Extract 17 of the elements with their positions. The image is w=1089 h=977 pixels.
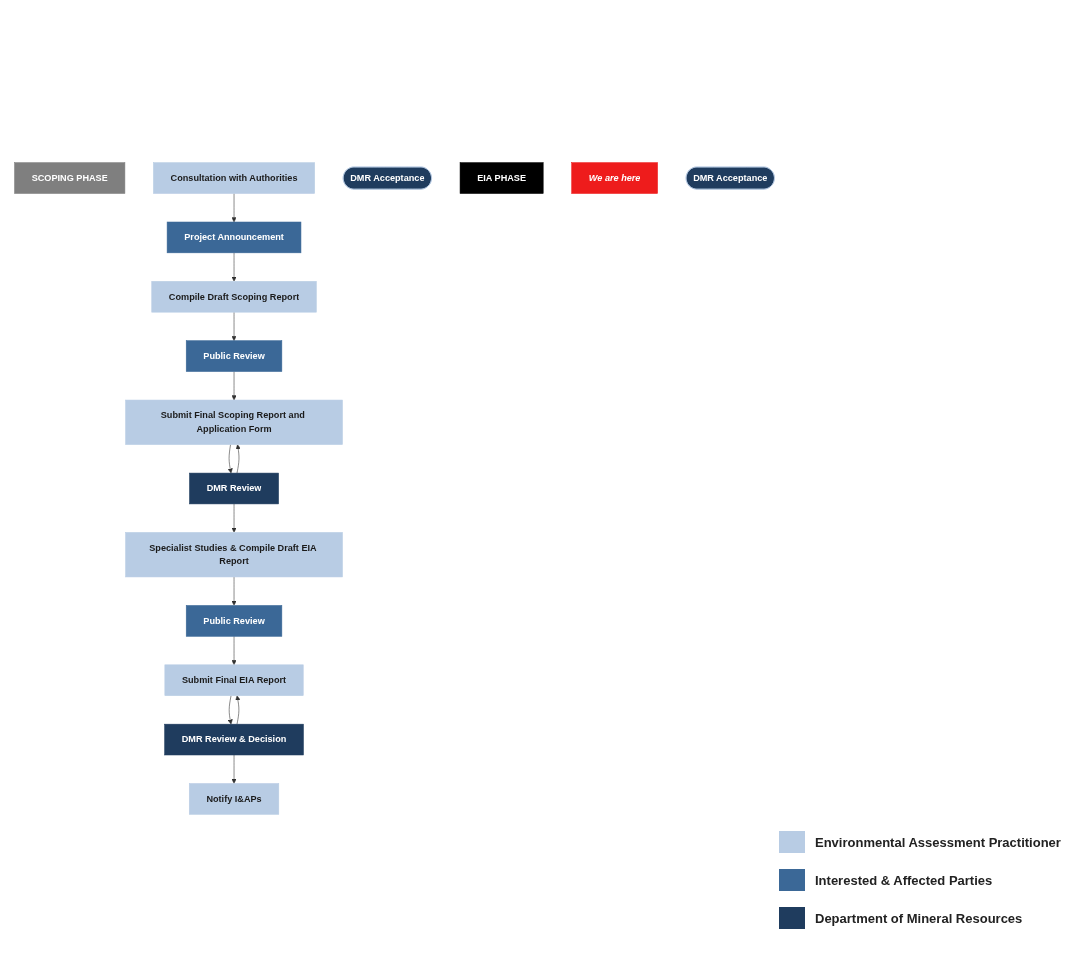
node-box: Project Announcement <box>166 221 302 254</box>
node-box: Public Review <box>185 340 283 372</box>
legend-label: Interested & Affected Parties <box>815 872 993 888</box>
node-box: Submit Final Scoping Report and Application Form <box>125 399 343 445</box>
legend-label: Department of Mineral Resources <box>815 910 1023 926</box>
node-box: Public Review <box>185 605 283 637</box>
node-box: SCOPING PHASE <box>14 162 126 194</box>
node-box: Notify I&APs <box>189 783 280 815</box>
node-box: DMR Review <box>189 472 279 505</box>
node-box: EIA PHASE <box>459 162 544 194</box>
node-box: Consultation with Authorities <box>153 162 315 194</box>
node-box: Submit Final EIA Report <box>164 664 304 696</box>
node-box: Specialist Studies & Compile Draft EIA Report <box>125 532 343 578</box>
node-box: DMR Review & Decision <box>164 723 304 756</box>
node-box: We are here <box>571 162 658 194</box>
legend-label: Environmental Assessment Practitioner <box>815 834 1061 850</box>
node-box: Compile Draft Scoping Report <box>151 281 317 313</box>
